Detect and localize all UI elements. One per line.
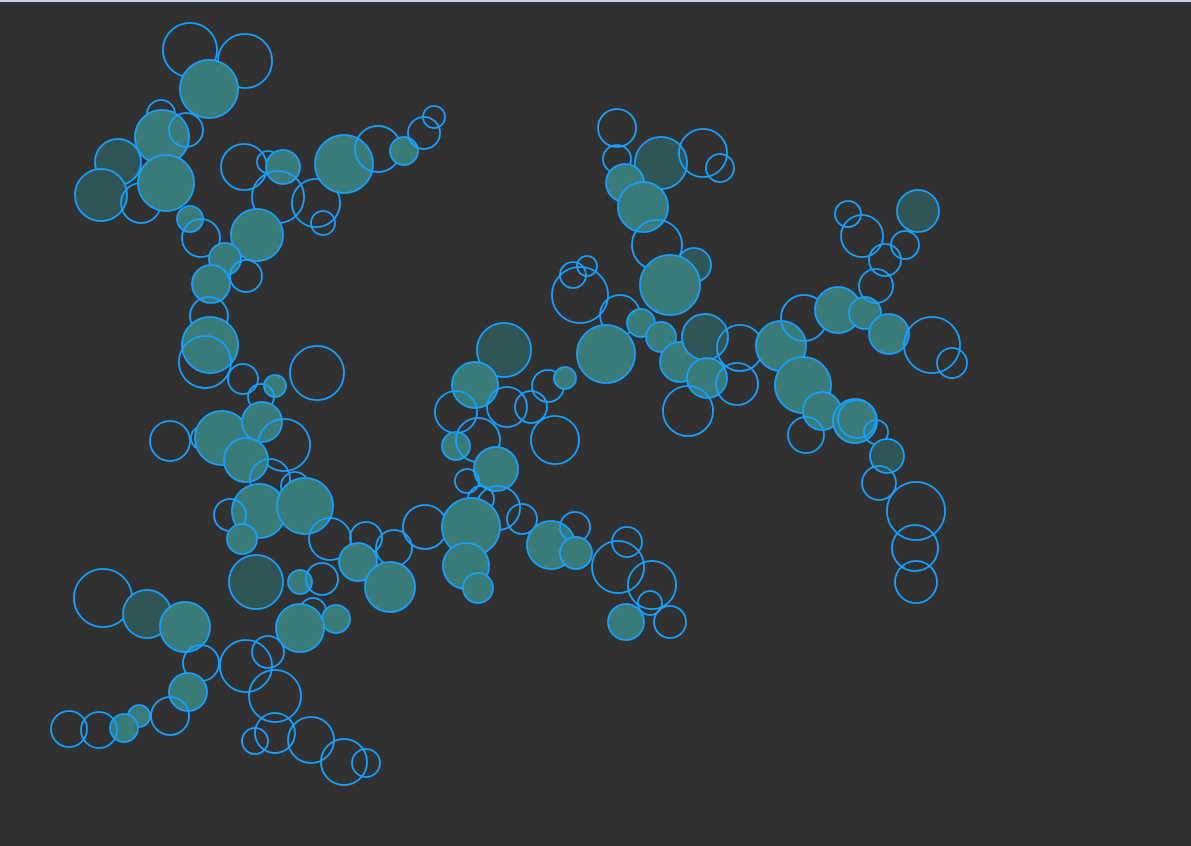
outline-circle bbox=[936, 347, 968, 379]
filled-circle bbox=[276, 477, 334, 535]
outline-circle bbox=[653, 605, 687, 639]
filled-circle bbox=[681, 313, 729, 361]
outline-circle bbox=[149, 420, 191, 462]
outline-circle bbox=[894, 560, 938, 604]
outline-circle bbox=[890, 230, 920, 260]
outline-circle bbox=[837, 399, 877, 439]
outline-circle bbox=[289, 345, 345, 401]
filled-circle bbox=[226, 523, 258, 555]
filled-circle bbox=[321, 604, 351, 634]
outline-circle bbox=[840, 214, 884, 258]
outline-circle bbox=[597, 108, 637, 148]
outline-circle bbox=[220, 143, 268, 191]
outline-circle bbox=[50, 710, 88, 748]
outline-circle bbox=[559, 261, 587, 289]
filled-circle bbox=[607, 603, 645, 641]
filled-circle bbox=[241, 401, 283, 443]
filled-circle bbox=[645, 321, 677, 353]
outline-circle bbox=[308, 517, 352, 561]
filled-circle bbox=[109, 713, 139, 743]
filled-circle bbox=[462, 572, 494, 604]
outline-circle bbox=[227, 363, 259, 395]
filled-circle bbox=[168, 672, 208, 712]
filled-circle bbox=[896, 189, 940, 233]
outline-circle bbox=[310, 210, 336, 236]
filled-circle bbox=[389, 136, 419, 166]
outline-circle bbox=[251, 635, 285, 669]
outline-circle bbox=[375, 529, 413, 567]
outline-circle bbox=[834, 200, 862, 228]
filled-circle bbox=[868, 313, 910, 355]
outline-circle bbox=[662, 385, 714, 437]
outline-circle bbox=[229, 259, 263, 293]
filled-circle bbox=[223, 437, 269, 483]
filled-circle bbox=[451, 361, 499, 409]
outline-circle bbox=[248, 669, 302, 723]
outline-circle bbox=[705, 153, 735, 183]
filled-circle bbox=[476, 322, 532, 378]
outline-circle bbox=[219, 639, 273, 693]
filled-circle bbox=[287, 569, 313, 595]
outline-circle bbox=[514, 390, 548, 424]
outline-circle bbox=[591, 540, 645, 594]
outline-circle bbox=[305, 562, 339, 596]
filled-circle bbox=[263, 374, 287, 398]
filled-circle bbox=[559, 536, 593, 570]
outline-circle bbox=[678, 128, 728, 178]
outline-circle bbox=[551, 266, 609, 324]
filled-circle bbox=[159, 601, 211, 653]
outline-circle bbox=[181, 218, 221, 258]
filled-circle bbox=[314, 134, 374, 194]
filled-circle bbox=[473, 446, 519, 492]
filled-circle bbox=[553, 366, 577, 390]
outline-circle bbox=[407, 116, 441, 150]
filled-circle bbox=[686, 357, 728, 399]
filled-circle bbox=[364, 561, 416, 613]
filled-circle bbox=[230, 208, 284, 262]
outline-circle bbox=[454, 468, 480, 494]
outline-circle bbox=[422, 105, 446, 129]
outline-circle bbox=[486, 386, 528, 428]
filled-circle bbox=[191, 264, 231, 304]
outline-circle bbox=[627, 560, 677, 610]
filled-circle bbox=[639, 254, 701, 316]
filled-circle bbox=[179, 59, 239, 119]
outline-circle bbox=[351, 748, 381, 778]
filled-circle bbox=[74, 168, 128, 222]
outline-circle bbox=[530, 415, 580, 465]
filled-circle bbox=[181, 316, 239, 374]
outline-circle bbox=[150, 696, 190, 736]
outline-circle bbox=[254, 712, 296, 754]
outline-circle bbox=[291, 178, 341, 228]
outline-circle bbox=[576, 255, 598, 277]
filled-circle bbox=[275, 603, 325, 653]
window-top-edge bbox=[0, 0, 1191, 2]
outline-circle bbox=[178, 335, 232, 389]
outline-circle bbox=[320, 738, 368, 786]
outline-circle bbox=[402, 504, 448, 550]
outline-circle bbox=[715, 362, 759, 406]
outline-circle bbox=[80, 711, 118, 749]
outline-circle bbox=[506, 503, 538, 535]
filled-circle bbox=[869, 438, 905, 474]
filled-circle bbox=[338, 542, 378, 582]
outline-circle bbox=[868, 243, 902, 277]
filled-circle bbox=[137, 154, 195, 212]
outline-circle bbox=[903, 316, 961, 374]
outline-circle bbox=[886, 481, 946, 541]
filled-circle bbox=[576, 324, 636, 384]
filled-circle bbox=[228, 554, 284, 610]
outline-circle bbox=[168, 112, 204, 148]
outline-circle bbox=[891, 524, 939, 572]
outline-circle bbox=[858, 268, 894, 304]
filled-circle bbox=[265, 149, 301, 185]
outline-circle bbox=[787, 416, 825, 454]
outline-circle bbox=[637, 590, 663, 616]
outline-circle bbox=[861, 465, 897, 501]
outline-circle bbox=[287, 716, 335, 764]
